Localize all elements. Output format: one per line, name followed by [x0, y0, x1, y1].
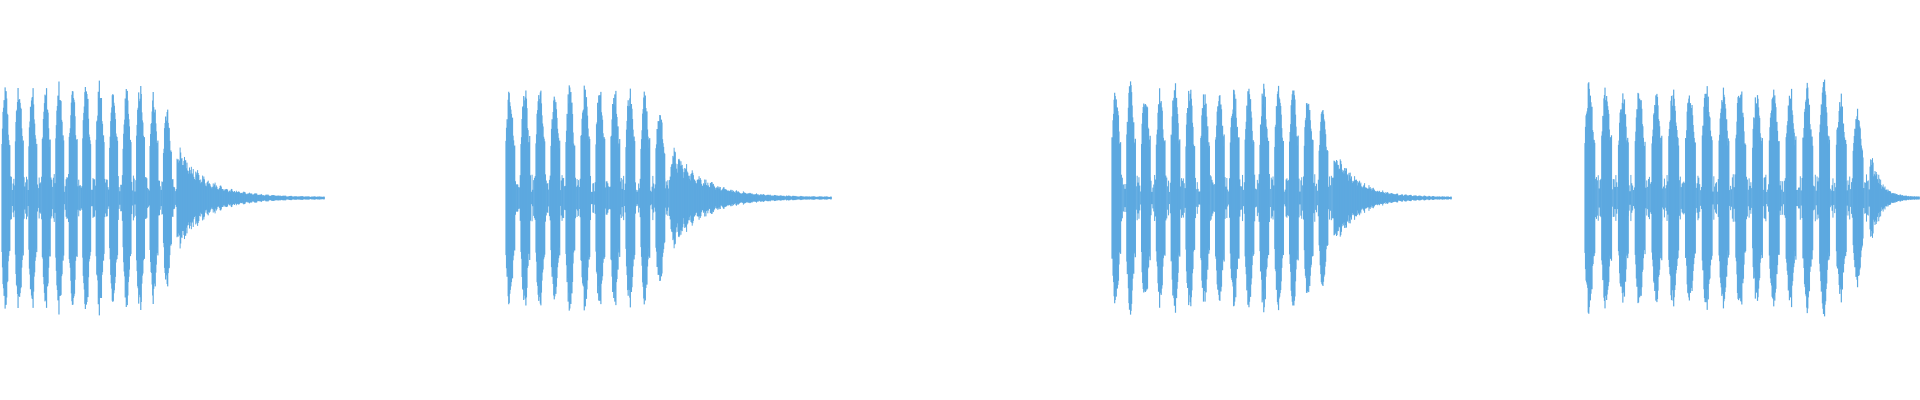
- waveform-clip-3[interactable]: [1111, 81, 1452, 315]
- waveform-clip-2[interactable]: [505, 85, 832, 311]
- waveform-clip-4[interactable]: [1584, 79, 1920, 317]
- waveform-clip-1[interactable]: [1, 80, 325, 316]
